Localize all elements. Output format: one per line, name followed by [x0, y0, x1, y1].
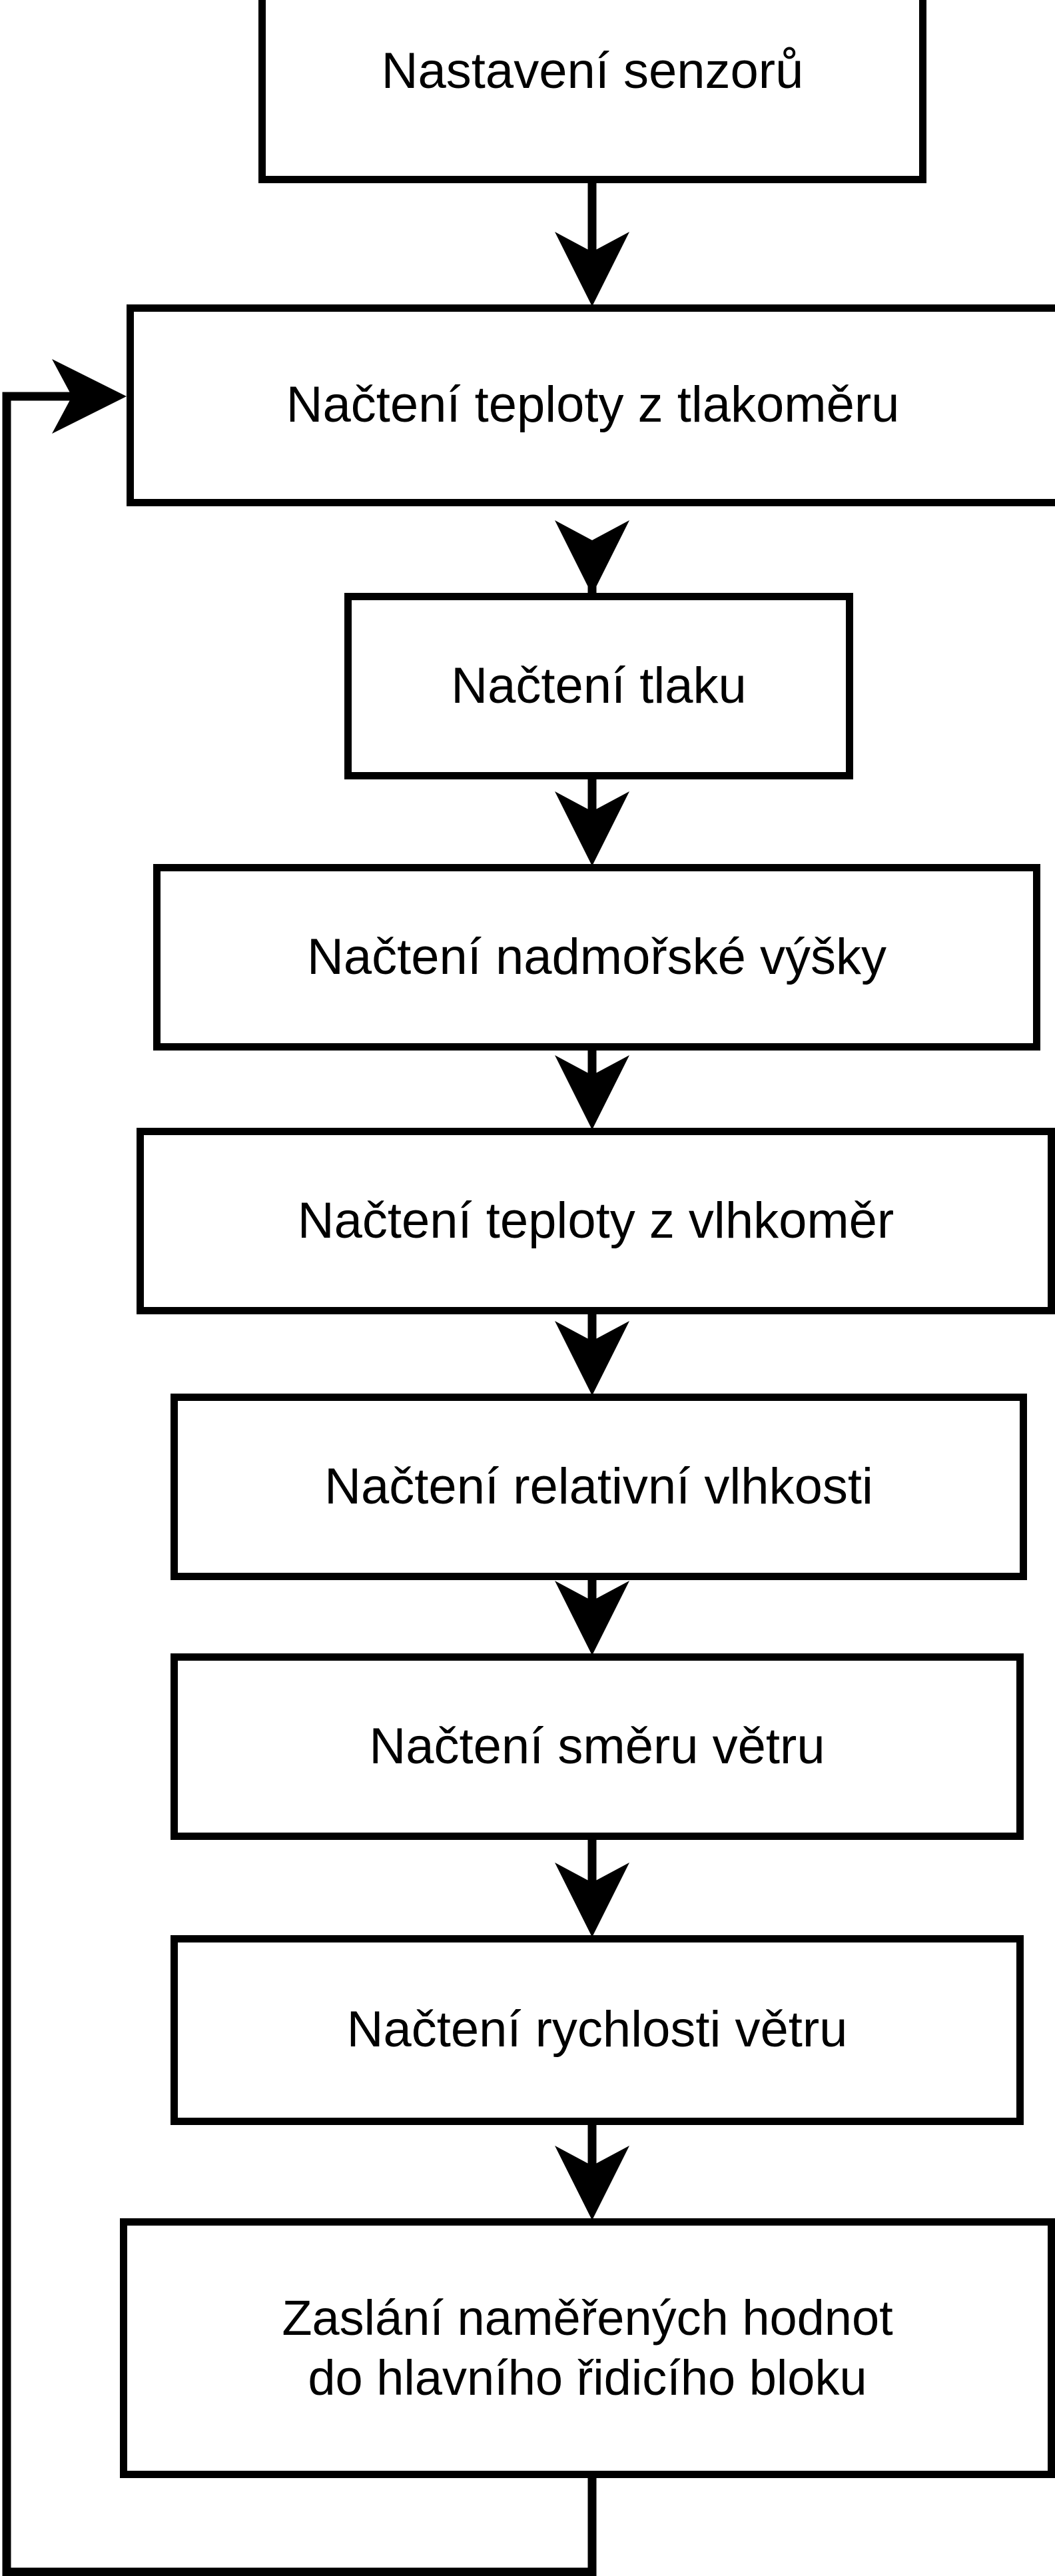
- arrow-head-6: [555, 1581, 629, 1655]
- arrow-head-1: [555, 232, 629, 306]
- node-read-altitude[interactable]: [153, 864, 1040, 1051]
- edge-wind-speed-to-send: [555, 2125, 629, 2220]
- arrow-head-2: [555, 520, 629, 595]
- edge-altitude-to-hygrometer: [555, 1051, 629, 1130]
- arrow-head-5: [555, 1321, 629, 1396]
- node-read-relative-humidity[interactable]: [171, 1394, 1027, 1580]
- arrow-head-loop-back: [52, 359, 127, 434]
- edge-humidity-to-wind-direction: [555, 1580, 629, 1655]
- edge-hygrometer-to-humidity: [555, 1314, 629, 1396]
- edge-wind-direction-to-wind-speed: [555, 1840, 629, 1937]
- node-read-pressure[interactable]: [344, 593, 853, 779]
- arrow-head-7: [555, 1863, 629, 1937]
- arrow-head-3: [555, 791, 629, 866]
- node-read-temp-hygrometer[interactable]: [137, 1128, 1055, 1314]
- edge-pressure-to-altitude: [555, 779, 629, 866]
- arrow-head-4: [555, 1055, 629, 1130]
- node-sensor-setup[interactable]: [258, 0, 926, 183]
- edge-setup-to-barometer: [555, 183, 629, 306]
- node-read-wind-direction[interactable]: [171, 1653, 1024, 1840]
- node-send-values[interactable]: [120, 2218, 1055, 2478]
- node-read-temp-barometer[interactable]: [127, 304, 1055, 506]
- node-read-wind-speed[interactable]: [171, 1935, 1024, 2125]
- edge-loop-back: [2, 359, 597, 2576]
- arrow-head-8: [555, 2146, 629, 2220]
